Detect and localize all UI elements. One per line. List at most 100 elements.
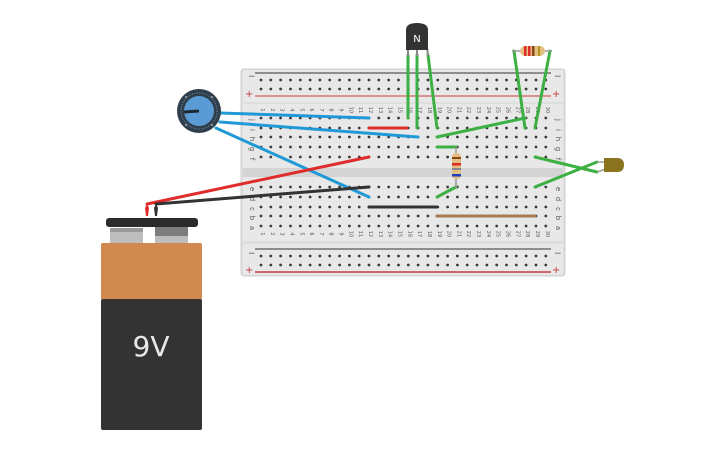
breadboard-hole[interactable] xyxy=(259,116,263,120)
breadboard-hole[interactable] xyxy=(465,155,469,159)
breadboard-hole[interactable] xyxy=(524,205,528,209)
breadboard-hole[interactable] xyxy=(318,135,322,139)
wire-blue-pot-3[interactable] xyxy=(214,126,371,199)
breadboard-hole[interactable] xyxy=(426,224,430,228)
breadboard-hole[interactable] xyxy=(298,135,302,139)
wire-green-led-1[interactable] xyxy=(533,155,599,174)
terminal-strip-bottom[interactable] xyxy=(243,177,563,241)
breadboard-hole[interactable] xyxy=(318,195,322,199)
breadboard-hole[interactable] xyxy=(377,78,381,82)
breadboard-hole[interactable] xyxy=(505,87,508,91)
breadboard-hole[interactable] xyxy=(524,87,528,91)
breadboard-hole[interactable] xyxy=(485,185,489,189)
breadboard-hole[interactable] xyxy=(436,224,440,228)
breadboard-hole[interactable] xyxy=(397,116,400,120)
breadboard-hole[interactable] xyxy=(465,185,469,189)
breadboard-hole[interactable] xyxy=(416,224,420,228)
breadboard-hole[interactable] xyxy=(475,205,479,209)
breadboard-hole[interactable] xyxy=(289,254,292,258)
breadboard-hole[interactable] xyxy=(534,145,538,149)
breadboard-hole[interactable] xyxy=(318,214,322,218)
breadboard-hole[interactable] xyxy=(446,116,449,120)
breadboard-hole[interactable] xyxy=(328,205,332,209)
breadboard-hole[interactable] xyxy=(524,254,528,258)
breadboard-hole[interactable] xyxy=(289,224,292,228)
breadboard-hole[interactable] xyxy=(436,87,440,91)
breadboard-hole[interactable] xyxy=(298,224,302,228)
breadboard-hole[interactable] xyxy=(514,195,518,199)
breadboard-hole[interactable] xyxy=(348,135,351,139)
breadboard-hole[interactable] xyxy=(357,135,361,139)
breadboard-hole[interactable] xyxy=(338,254,341,258)
breadboard-hole[interactable] xyxy=(505,126,508,130)
breadboard-hole[interactable] xyxy=(495,263,499,267)
breadboard-hole[interactable] xyxy=(298,205,302,209)
breadboard-hole[interactable] xyxy=(269,185,273,189)
breadboard-hole[interactable] xyxy=(357,254,361,258)
breadboard-hole[interactable] xyxy=(406,185,410,189)
breadboard-hole[interactable] xyxy=(289,155,292,159)
breadboard-hole[interactable] xyxy=(357,87,361,91)
breadboard-hole[interactable] xyxy=(298,254,302,258)
breadboard-hole[interactable] xyxy=(308,87,312,91)
breadboard-hole[interactable] xyxy=(269,263,273,267)
breadboard-hole[interactable] xyxy=(485,135,489,139)
breadboard-hole[interactable] xyxy=(505,254,508,258)
breadboard-hole[interactable] xyxy=(446,224,449,228)
breadboard-hole[interactable] xyxy=(514,224,518,228)
breadboard-hole[interactable] xyxy=(308,135,312,139)
breadboard-hole[interactable] xyxy=(514,145,518,149)
breadboard-hole[interactable] xyxy=(338,214,341,218)
breadboard-hole[interactable] xyxy=(426,263,430,267)
breadboard-hole[interactable] xyxy=(387,78,391,82)
breadboard-hole[interactable] xyxy=(465,126,469,130)
breadboard-hole[interactable] xyxy=(475,155,479,159)
breadboard-hole[interactable] xyxy=(279,78,282,82)
breadboard-hole[interactable] xyxy=(495,224,499,228)
breadboard-hole[interactable] xyxy=(259,205,263,209)
breadboard-hole[interactable] xyxy=(348,254,351,258)
breadboard-hole[interactable] xyxy=(465,135,469,139)
breadboard-hole[interactable] xyxy=(328,145,332,149)
breadboard-hole[interactable] xyxy=(397,185,400,189)
breadboard-hole[interactable] xyxy=(505,135,508,139)
breadboard-hole[interactable] xyxy=(338,205,341,209)
breadboard-hole[interactable] xyxy=(505,116,508,120)
breadboard-hole[interactable] xyxy=(495,185,499,189)
breadboard-hole[interactable] xyxy=(456,78,459,82)
breadboard-hole[interactable] xyxy=(377,185,381,189)
breadboard-hole[interactable] xyxy=(436,263,440,267)
breadboard-hole[interactable] xyxy=(328,78,332,82)
breadboard-hole[interactable] xyxy=(269,78,273,82)
wire-green-led-2[interactable] xyxy=(533,160,599,189)
breadboard-hole[interactable] xyxy=(416,185,420,189)
breadboard-hole[interactable] xyxy=(475,263,479,267)
wire-blue-pot-1[interactable] xyxy=(218,111,371,120)
breadboard-hole[interactable] xyxy=(475,145,479,149)
breadboard-hole[interactable] xyxy=(446,185,449,189)
breadboard[interactable]: − + − + − + − + 112233445566778899101011… xyxy=(240,68,566,277)
breadboard-hole[interactable] xyxy=(269,87,273,91)
breadboard-hole[interactable] xyxy=(456,195,459,199)
breadboard-hole[interactable] xyxy=(269,116,273,120)
breadboard-hole[interactable] xyxy=(259,214,263,218)
breadboard-hole[interactable] xyxy=(456,116,459,120)
breadboard-hole[interactable] xyxy=(367,224,371,228)
breadboard-hole[interactable] xyxy=(505,224,508,228)
breadboard-hole[interactable] xyxy=(387,254,391,258)
breadboard-hole[interactable] xyxy=(328,263,332,267)
breadboard-hole[interactable] xyxy=(465,205,469,209)
breadboard-hole[interactable] xyxy=(289,116,292,120)
breadboard-hole[interactable] xyxy=(259,254,263,258)
breadboard-hole[interactable] xyxy=(357,195,361,199)
breadboard-hole[interactable] xyxy=(367,78,371,82)
breadboard-hole[interactable] xyxy=(534,87,538,91)
breadboard-hole[interactable] xyxy=(348,126,351,130)
breadboard-hole[interactable] xyxy=(544,87,548,91)
breadboard-hole[interactable] xyxy=(514,126,518,130)
breadboard-hole[interactable] xyxy=(495,126,499,130)
breadboard-hole[interactable] xyxy=(328,185,332,189)
breadboard-hole[interactable] xyxy=(259,263,263,267)
breadboard-hole[interactable] xyxy=(514,254,518,258)
breadboard-hole[interactable] xyxy=(348,155,351,159)
